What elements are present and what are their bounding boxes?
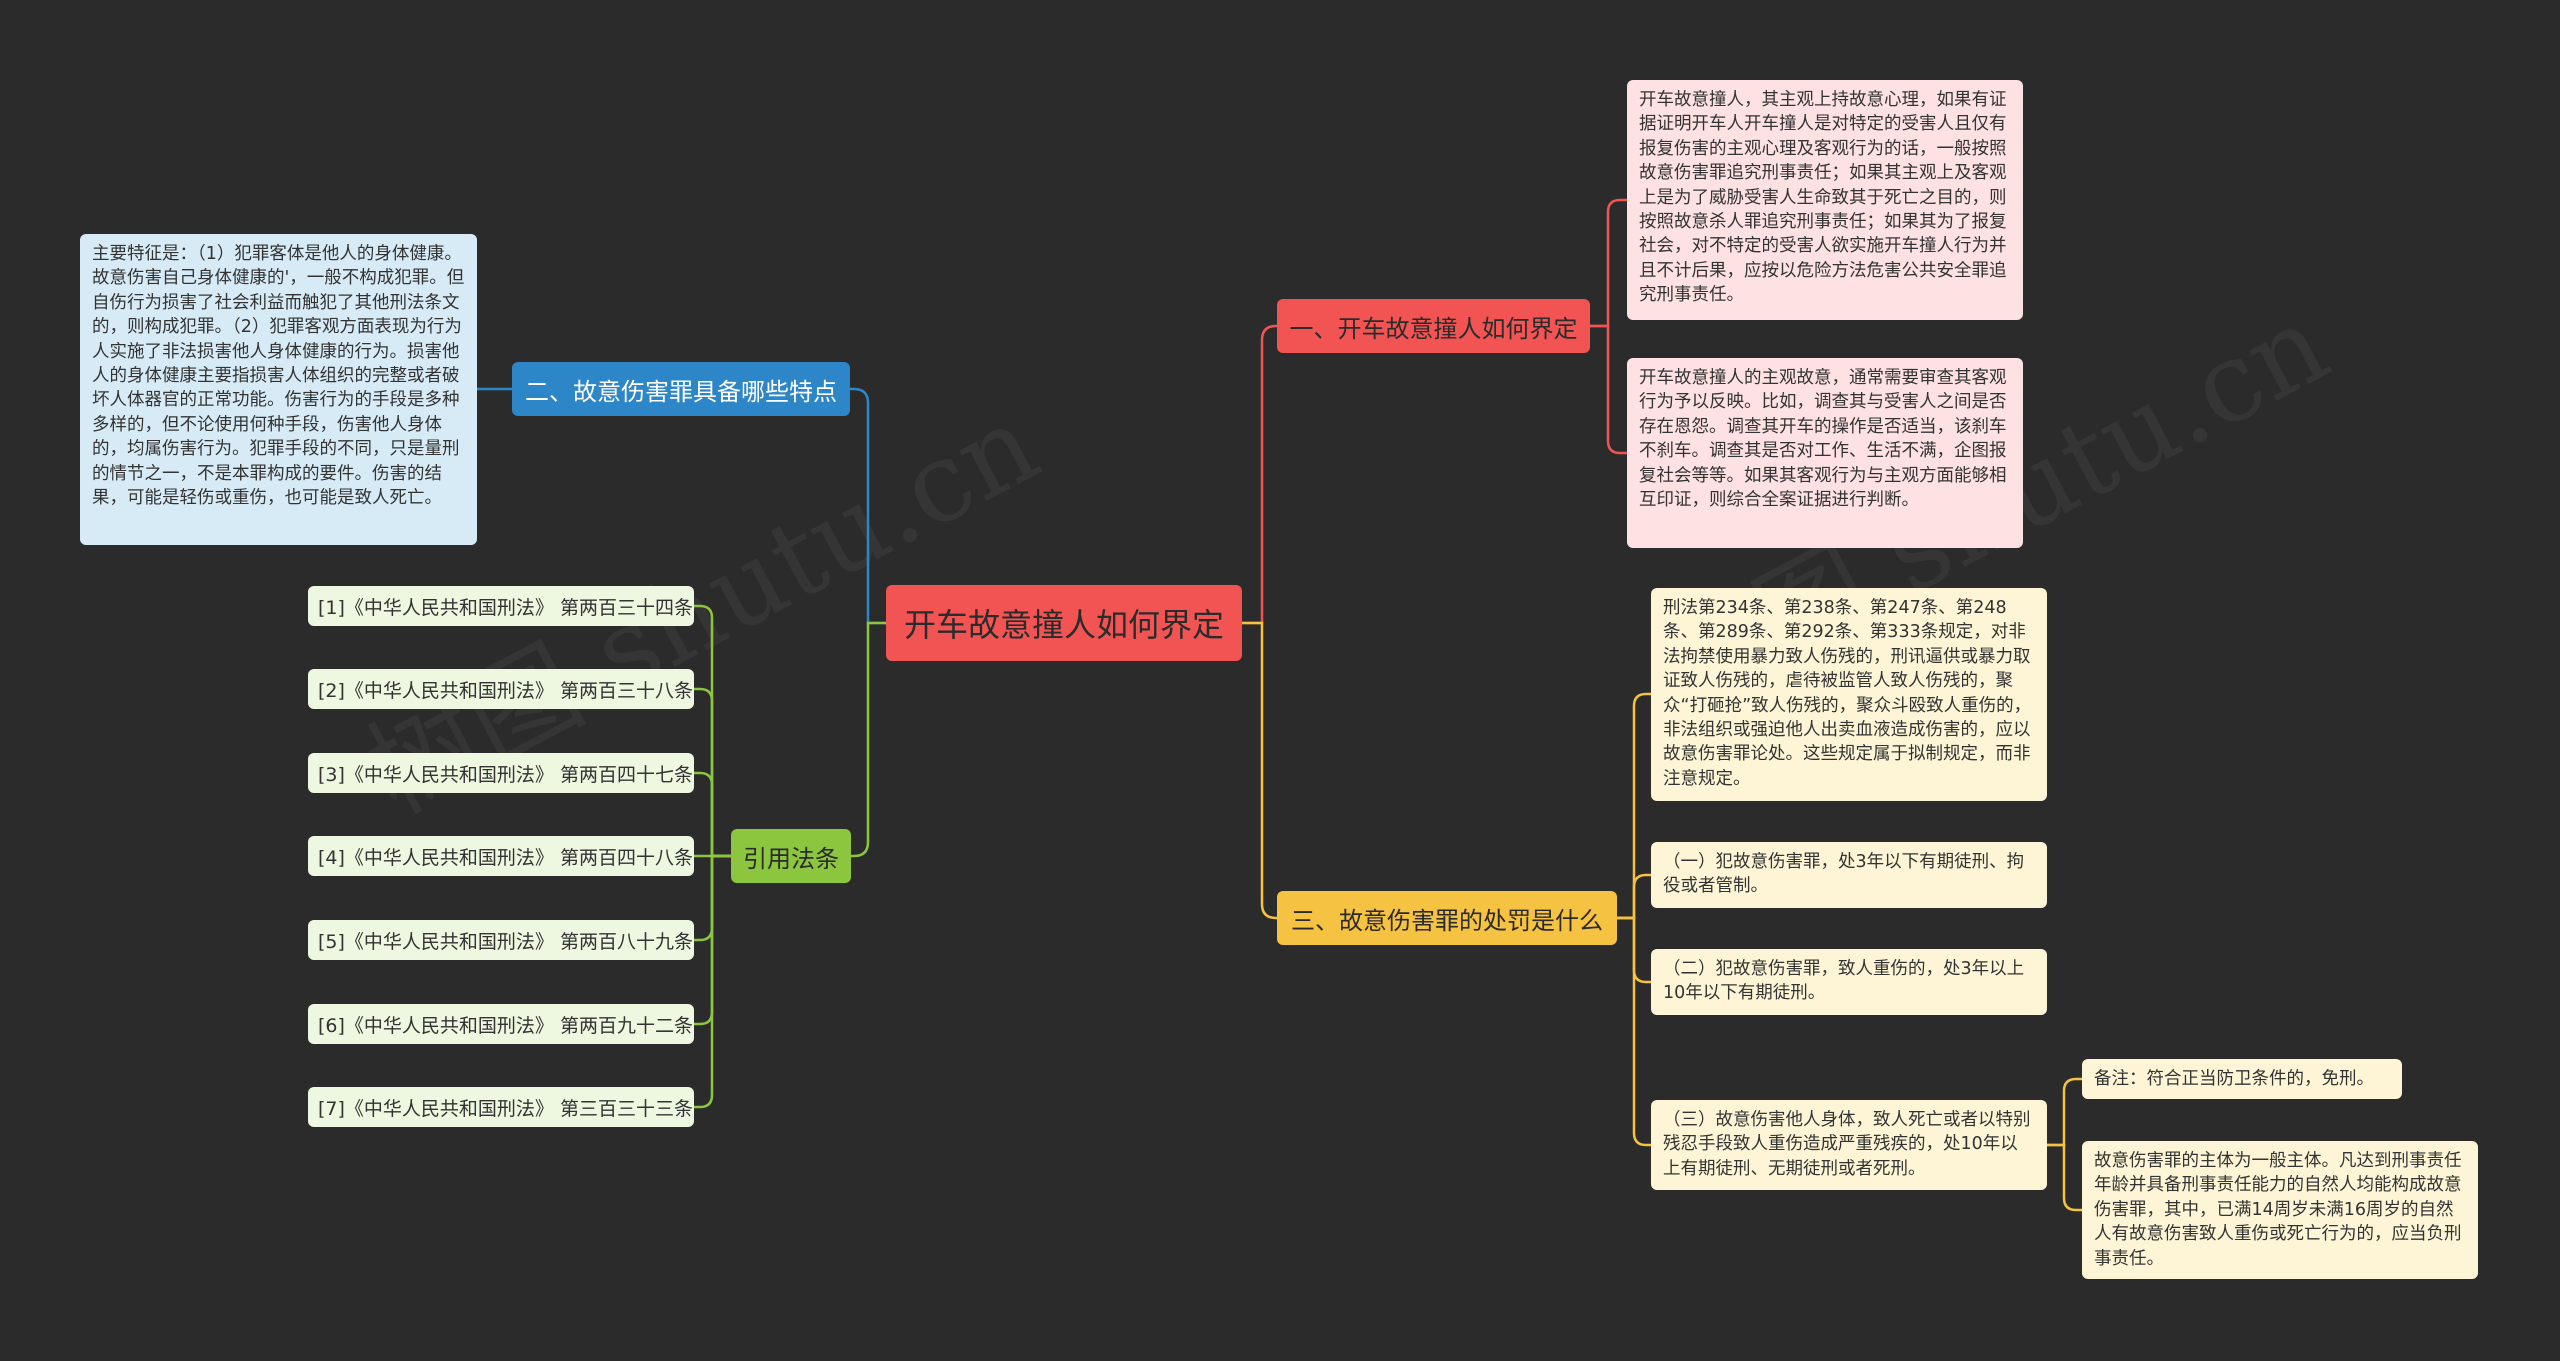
- link-law-item: [694, 854, 731, 1109]
- link-root-features: [850, 387, 886, 625]
- features-note: 主要特征是：（1）犯罪客体是他人的身体健康。故意伤害自己身体健康的'，一般不构成…: [80, 234, 477, 545]
- law-item[interactable]: [6]《中华人民共和国刑法》 第两百九十二条: [308, 1004, 694, 1044]
- link-law-item: [694, 687, 731, 858]
- law-item[interactable]: [1]《中华人民共和国刑法》 第两百三十四条: [308, 586, 694, 626]
- link-law-item: [694, 604, 731, 858]
- punishment-note-4: （三）故意伤害他人身体，致人死亡或者以特别残忍手段致人重伤造成严重残疾的，处10…: [1651, 1100, 2047, 1190]
- punishment-note-3: （二）犯故意伤害罪，致人重伤的，处3年以上10年以下有期徒刑。: [1651, 949, 2047, 1015]
- link-define-note: [1590, 198, 1627, 328]
- punishment-sub-note-1: 备注：符合正当防卫条件的，免刑。: [2082, 1059, 2402, 1099]
- law-item[interactable]: [2]《中华人民共和国刑法》 第两百三十八条: [308, 669, 694, 709]
- link-punishment-note: [1617, 692, 1651, 920]
- branch-define[interactable]: 一、开车故意撞人如何界定: [1277, 299, 1590, 353]
- link-law-item: [694, 771, 731, 858]
- branch-punishment[interactable]: 三、故意伤害罪的处罚是什么: [1277, 891, 1617, 945]
- link-sub-note: [2047, 1143, 2082, 1212]
- link-punishment-note: [1617, 873, 1651, 920]
- punishment-sub-note-2: 故意伤害罪的主体为一般主体。凡达到刑事责任年龄并具备刑事责任能力的自然人均能构成…: [2082, 1141, 2478, 1279]
- branch-laws[interactable]: 引用法条: [731, 829, 851, 883]
- define-note-2: 开车故意撞人的主观故意，通常需要审查其客观行为予以反映。比如，调查其与受害人之间…: [1627, 358, 2023, 548]
- link-root-punishment: [1242, 621, 1277, 920]
- law-item[interactable]: [5]《中华人民共和国刑法》 第两百八十九条: [308, 920, 694, 960]
- link-root-define: [1242, 324, 1277, 625]
- law-item[interactable]: [7]《中华人民共和国刑法》 第三百三十三条: [308, 1087, 694, 1127]
- link-root-laws: [851, 621, 886, 858]
- link-punishment-note: [1617, 916, 1651, 1147]
- law-item[interactable]: [4]《中华人民共和国刑法》 第两百四十八条: [308, 836, 694, 876]
- punishment-note-2: （一）犯故意伤害罪，处3年以下有期徒刑、拘役或者管制。: [1651, 842, 2047, 908]
- link-sub-note: [2047, 1077, 2082, 1147]
- link-define-note: [1590, 324, 1627, 455]
- define-note-1: 开车故意撞人，其主观上持故意心理，如果有证据证明开车人开车撞人是对特定的受害人且…: [1627, 80, 2023, 320]
- law-item[interactable]: [3]《中华人民共和国刑法》 第两百四十七条: [308, 753, 694, 793]
- punishment-note-1: 刑法第234条、第238条、第247条、第248条、第289条、第292条、第3…: [1651, 588, 2047, 801]
- root-topic[interactable]: 开车故意撞人如何界定: [886, 585, 1242, 661]
- branch-features[interactable]: 二、故意伤害罪具备哪些特点: [512, 362, 850, 416]
